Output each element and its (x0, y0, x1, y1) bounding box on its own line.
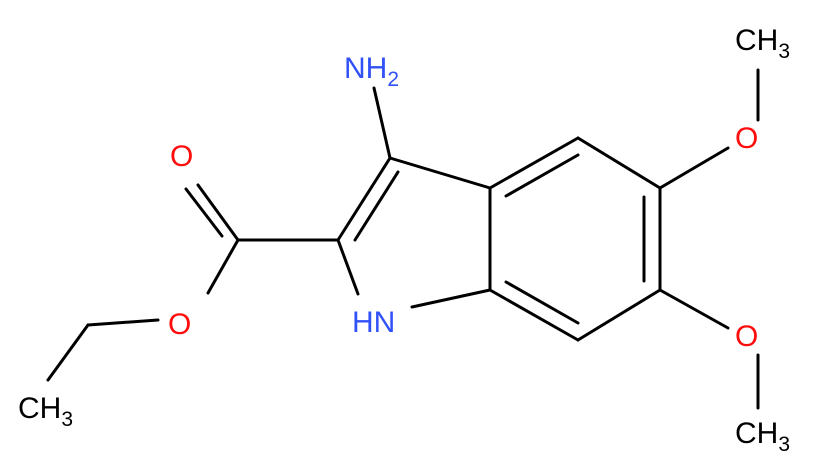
atom-methoxy-5-ch3-label: CH3 (735, 24, 790, 63)
bond-c3a-c4-inner (504, 153, 580, 198)
atom-methoxy-5-oxygen-label: O (735, 122, 758, 155)
bond-carbonyl-double-inner (184, 187, 224, 238)
bond-c5-o-methoxy (658, 146, 730, 190)
atom-labels: NH2 HN O O CH3 O CH3 O CH3 (18, 24, 790, 456)
atom-nh2-label: NH2 (344, 52, 399, 91)
bond-c7-c7a-inner (504, 280, 580, 325)
bonds (46, 68, 760, 410)
bond-c4-c5 (576, 136, 662, 190)
bond-c3-c3a (388, 156, 492, 190)
bond-c3-nh2 (372, 86, 392, 160)
bond-c7-c7a-outer (488, 288, 580, 342)
atom-carbonyl-oxygen-label: O (170, 140, 193, 173)
bond-ch3-ch2 (46, 323, 90, 382)
atom-ethyl-ch3-label: CH3 (18, 392, 73, 431)
atom-methoxy-6-ch3-label: CH3 (735, 417, 790, 456)
bond-n1-c7a (410, 288, 492, 309)
bond-c3a-c4-outer (488, 136, 580, 190)
bond-c2-c3-inner (353, 170, 400, 242)
atom-methoxy-6-oxygen-label: O (735, 320, 758, 353)
bond-ch2-o-ester-left (86, 318, 160, 327)
bond-c2-c3-outer (336, 156, 392, 242)
bond-carbonyl-double-outer (196, 183, 240, 242)
bond-c6-o-methoxy (658, 288, 730, 330)
bond-c2-n1 (336, 238, 360, 296)
bond-o-ester-carbonyl-c (206, 238, 240, 295)
atom-nh-label: HN (352, 306, 395, 339)
atom-ester-oxygen-label: O (168, 308, 191, 341)
bond-c6-c7 (576, 288, 662, 342)
